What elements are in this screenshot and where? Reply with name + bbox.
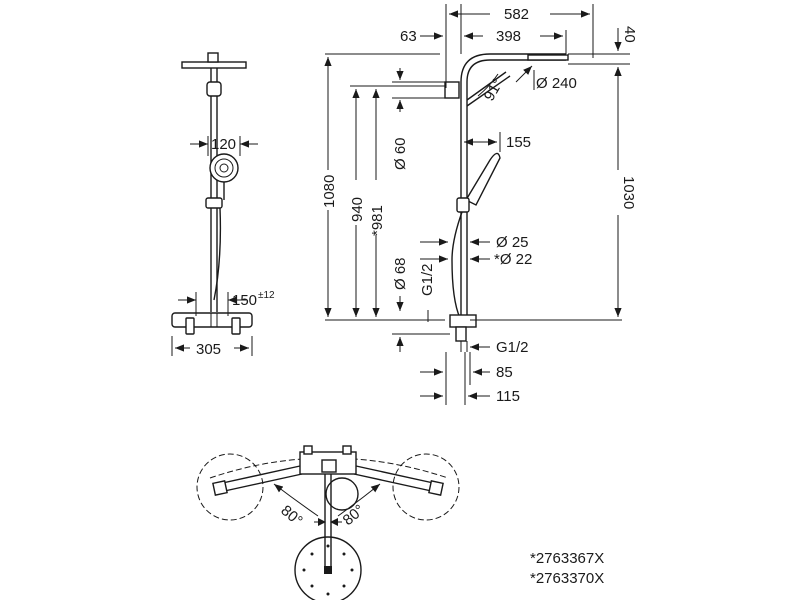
side-view: 582 63 398 40 Ø 240 91° Ø 60 155 (321, 4, 638, 405)
dim-120: 120 (211, 136, 236, 153)
swivel-range-left (196, 453, 264, 521)
dim-1030: 1030 (620, 176, 637, 209)
dim-582: 582 (504, 6, 529, 23)
swivel-angle-left: 80° (277, 502, 305, 530)
dim-940: 940 (349, 197, 366, 222)
front-hand-shower (209, 153, 239, 183)
dim-150: 150 (232, 292, 257, 309)
dim-85: 85 (496, 364, 513, 381)
dim-150-tolerance: ±12 (258, 290, 275, 301)
dim-hose-diameter-25: Ø 25 (496, 234, 529, 251)
dim-115: 115 (496, 388, 520, 405)
dim-head-diameter: Ø 240 (536, 75, 577, 92)
dim-63: 63 (400, 28, 417, 45)
side-hand-shower (465, 152, 501, 206)
dim-1080: 1080 (321, 175, 338, 208)
dim-flange-diameter-68: Ø 68 (392, 257, 409, 290)
dim-40: 40 (621, 26, 638, 43)
part-number-1: *2763367X (530, 550, 604, 567)
side-thermostat (449, 314, 477, 328)
part-number-2: *2763370X (530, 570, 604, 587)
front-head-shower (181, 61, 247, 69)
dim-hose-diameter-22: *Ø 22 (494, 251, 532, 268)
dim-305: 305 (196, 341, 221, 358)
top-view: 80° 80° (196, 445, 460, 600)
swivel-range-right (392, 453, 460, 521)
dim-981: *981 (369, 205, 386, 236)
dim-pipe-diameter-60: Ø 60 (392, 137, 409, 170)
dim-398: 398 (496, 28, 521, 45)
thread-g12: G1/2 (496, 339, 529, 356)
top-view-head-shower (294, 536, 362, 600)
side-head-shower (527, 54, 569, 61)
thread-g12-vertical: G1/2 (419, 263, 436, 296)
front-view: 120 150 ±12 305 (171, 52, 275, 358)
dim-155: 155 (506, 134, 531, 151)
